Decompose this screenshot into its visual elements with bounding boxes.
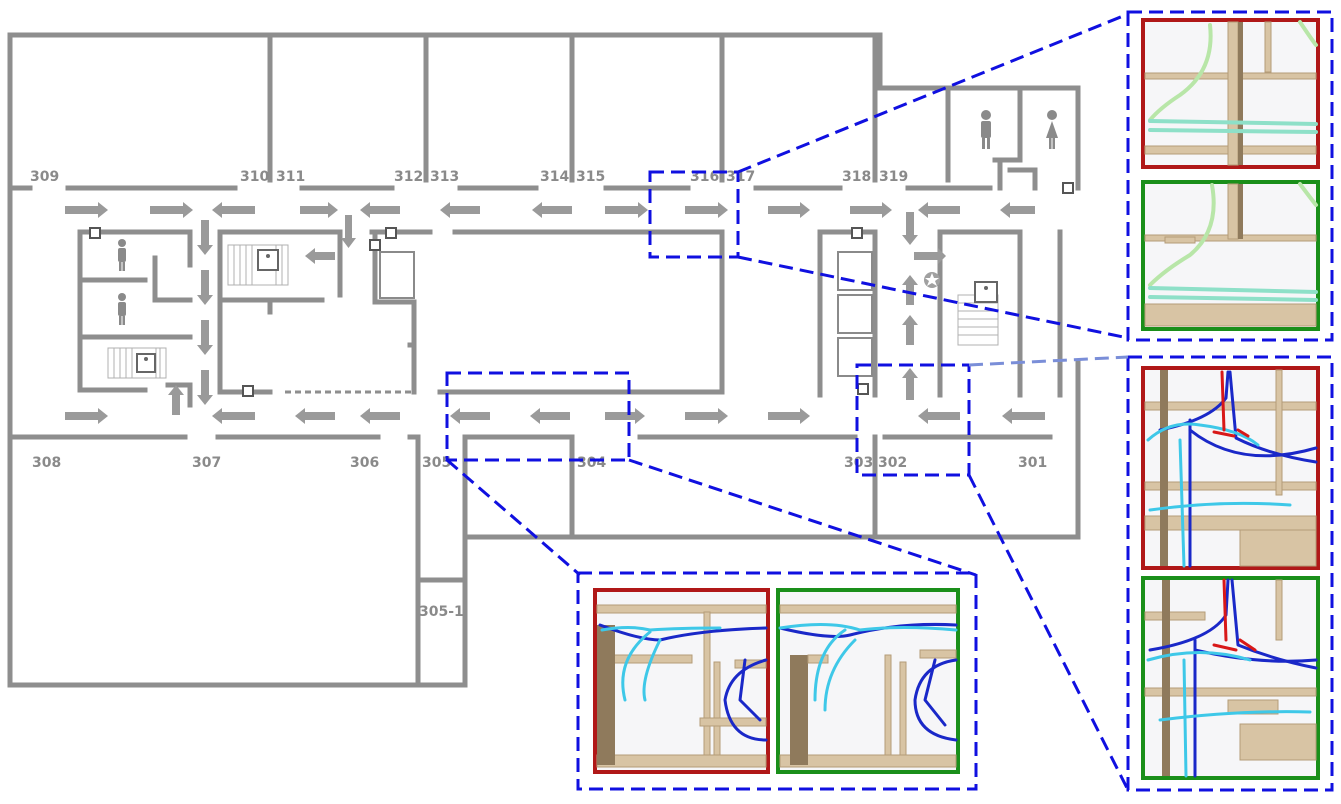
direction-arrow-icon (212, 408, 255, 424)
room-label-315: 315 (576, 169, 605, 185)
exit-sign-icon (136, 249, 998, 373)
room-label-305-1: 305-1 (419, 604, 464, 620)
marker-icon (89, 182, 1074, 397)
zoom-panel-bottom (576, 571, 978, 791)
zoom-bottom-red (593, 588, 770, 774)
highlight-box-top (648, 170, 740, 259)
direction-arrow-icon (1000, 202, 1035, 218)
direction-arrow-icon (532, 202, 572, 218)
restroom-icon (118, 110, 1058, 325)
direction-arrow-icon (300, 202, 338, 218)
room-label-317: 317 (726, 169, 755, 185)
room-label-303: 303 (844, 455, 873, 471)
direction-arrow-icon (605, 202, 648, 218)
zoom-top-right-red (1141, 18, 1320, 169)
building-walls (7, 32, 1081, 688)
direction-arrow-icon (902, 275, 918, 305)
direction-arrow-icon (530, 408, 570, 424)
direction-arrow-icon (65, 202, 108, 218)
zoom-panel-bottom-right (1126, 355, 1334, 792)
room-label-304: 304 (577, 455, 606, 471)
zoom-panel-top-right (1126, 10, 1334, 342)
direction-arrow-icon (197, 270, 213, 305)
direction-arrow-icon (918, 408, 960, 424)
room-label-313: 313 (430, 169, 459, 185)
star-icon (924, 272, 940, 288)
zoom-top-right-green (1141, 180, 1320, 331)
direction-arrow-icon (150, 202, 193, 218)
direction-arrow-icon (197, 320, 213, 355)
direction-arrow-icon (212, 202, 255, 218)
direction-arrow-icon (605, 408, 645, 424)
fixtures (89, 110, 1074, 397)
direction-arrow-icon (341, 215, 356, 248)
room-label-311: 311 (276, 169, 305, 185)
zoom-bottom-right-red (1141, 366, 1320, 570)
room-label-302: 302 (878, 455, 907, 471)
direction-arrow-icon (850, 202, 892, 218)
elevator-icon (379, 251, 873, 377)
direction-arrow-icon (197, 370, 213, 405)
zoom-bottom-green (776, 588, 960, 774)
direction-arrows (65, 202, 1045, 424)
room-label-310: 310 (240, 169, 269, 185)
direction-arrow-icon (305, 248, 335, 264)
direction-arrow-icon (450, 408, 490, 424)
room-label-301: 301 (1018, 455, 1047, 471)
direction-arrow-icon (914, 248, 946, 264)
room-label-309: 309 (30, 169, 59, 185)
direction-arrow-icon (768, 408, 810, 424)
highlight-box-right (855, 363, 971, 477)
room-label-318: 318 (842, 169, 871, 185)
room-label-306: 306 (350, 455, 379, 471)
room-label-307: 307 (192, 455, 221, 471)
highlight-regions (445, 10, 1334, 792)
room-label-308: 308 (32, 455, 61, 471)
direction-arrow-icon (902, 315, 918, 345)
direction-arrow-icon (65, 408, 108, 424)
direction-arrow-icon (902, 212, 918, 245)
direction-arrow-icon (360, 202, 400, 218)
direction-arrow-icon (295, 408, 335, 424)
zoom-bottom-right-green (1141, 576, 1320, 780)
room-label-319: 319 (879, 169, 908, 185)
direction-arrow-icon (1002, 408, 1045, 424)
direction-arrow-icon (360, 408, 400, 424)
direction-arrow-icon (168, 385, 184, 415)
direction-arrow-icon (918, 202, 960, 218)
direction-arrow-icon (685, 202, 728, 218)
direction-arrow-icon (440, 202, 480, 218)
direction-arrow-icon (768, 202, 810, 218)
direction-arrow-icon (197, 220, 213, 255)
highlight-box-middle (445, 371, 631, 462)
direction-arrow-icon (685, 408, 728, 424)
direction-arrow-icon (902, 368, 918, 400)
room-label-312: 312 (394, 169, 423, 185)
room-label-305: 305 (422, 455, 451, 471)
room-label-314: 314 (540, 169, 569, 185)
